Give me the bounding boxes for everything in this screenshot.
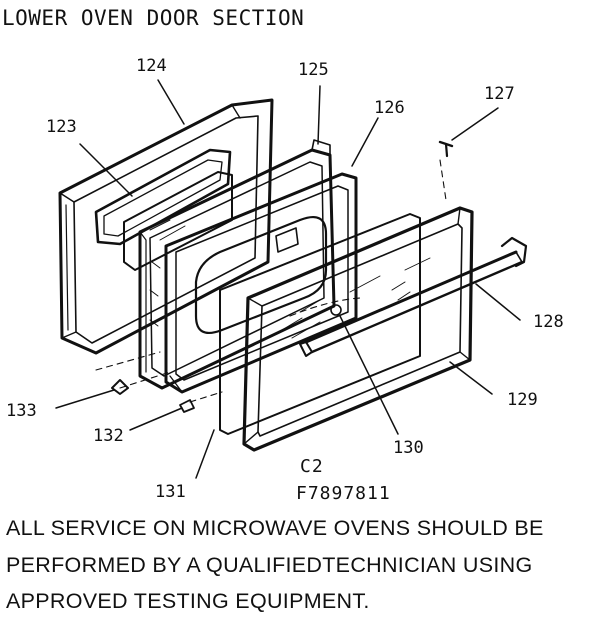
callout-131: 131 xyxy=(155,482,186,502)
callout-130: 130 xyxy=(393,438,424,458)
part-131-glass-pane xyxy=(219,213,421,435)
part-128-handle-bar xyxy=(299,236,528,357)
part-124-outer-door-panel xyxy=(58,98,274,355)
diagram-title: LOWER OVEN DOOR SECTION xyxy=(2,6,305,30)
part-127-screw xyxy=(438,140,454,158)
part-133-screw xyxy=(111,379,129,395)
part-125-door-liner xyxy=(138,139,336,390)
drawing-code-c2: C2 xyxy=(300,456,324,477)
callout-124: 124 xyxy=(136,56,167,76)
service-notice-line-3: APPROVED TESTING EQUIPMENT. xyxy=(6,589,370,613)
service-notice-line-1: ALL SERVICE ON MICROWAVE OVENS SHOULD BE xyxy=(6,516,544,540)
part-126-inner-door-panel xyxy=(164,172,358,394)
callout-123: 123 xyxy=(46,117,77,137)
callout-129: 129 xyxy=(507,390,538,410)
drawing-code-f-number: F7897811 xyxy=(296,483,391,504)
callout-133: 133 xyxy=(6,401,37,421)
callout-132: 132 xyxy=(93,426,124,446)
callout-127: 127 xyxy=(484,84,515,104)
service-notice-line-2: PERFORMED BY A QUALIFIEDTECHNICIAN USING xyxy=(6,553,533,577)
callout-125: 125 xyxy=(298,60,329,80)
part-129-front-frame xyxy=(242,206,474,452)
assembly-dash-lines xyxy=(95,159,447,403)
callout-128: 128 xyxy=(533,312,564,332)
part-123-window-frame xyxy=(94,148,233,271)
part-132-screw xyxy=(179,399,195,413)
callout-126: 126 xyxy=(374,98,405,118)
leader-lines xyxy=(55,79,521,479)
